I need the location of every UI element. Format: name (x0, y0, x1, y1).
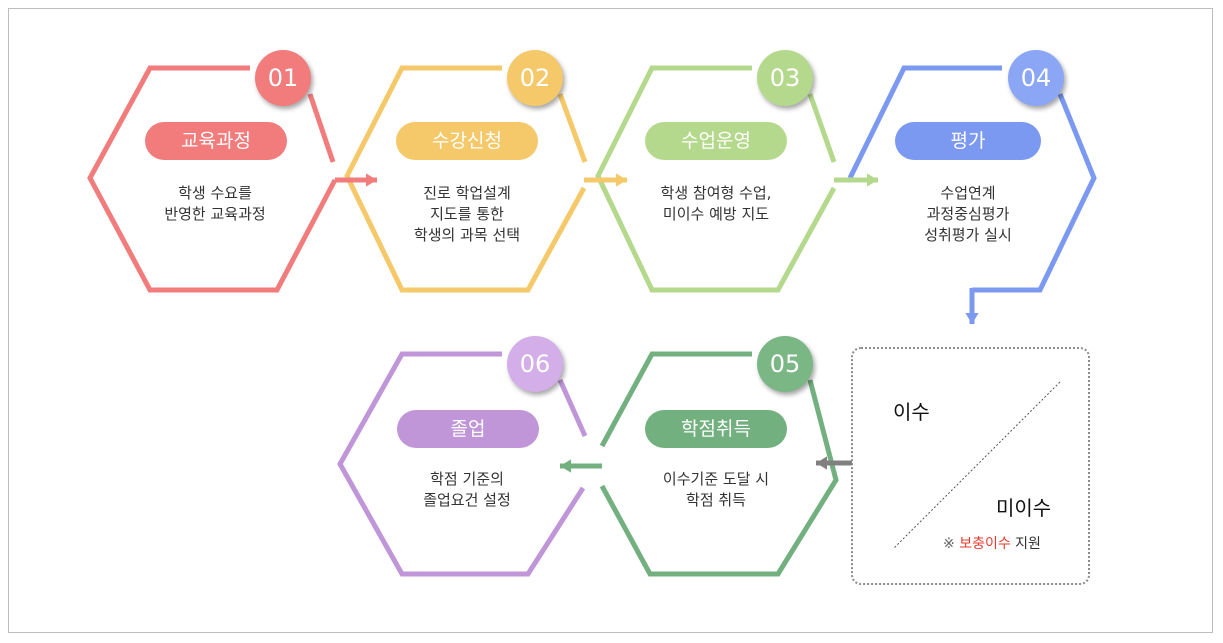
step-6-line-1: 학점 기준의 (430, 470, 504, 488)
arrow-step-4-to-outcome-head (965, 313, 979, 324)
step-5-line-1: 이수기준 도달 시 (662, 470, 770, 488)
outcome-box (851, 347, 1090, 585)
diagram-frame (8, 8, 1213, 633)
step-2-line-3: 학생의 과목 선택 (413, 226, 521, 244)
step-5-hexagon-tail (599, 379, 839, 577)
step-4-hexagon (847, 65, 1002, 180)
step-2-line-2: 지도를 통한 (430, 205, 504, 223)
arrow-step-2-to-3-head (616, 173, 627, 187)
step-3-description: 학생 참여형 수업, 미이수 예방 지도 (620, 183, 812, 225)
step-5-description: 이수기준 도달 시 학점 취득 (620, 469, 812, 511)
step-2-title: 수강신청 (396, 122, 538, 160)
step-2-number-badge: 02 (507, 50, 563, 106)
step-6-hexagon (337, 351, 586, 577)
step-6-line-2: 졸업요건 설정 (423, 491, 511, 509)
step-6-description: 학점 기준의 졸업요건 설정 (372, 469, 562, 511)
step-1-number-badge: 01 (255, 50, 311, 106)
step-4-line-3: 성취평가 실시 (924, 226, 1012, 244)
step-5-number-badge: 05 (757, 336, 813, 392)
step-3-line-1: 학생 참여형 수업, (660, 184, 772, 202)
step-3-hexagon (595, 65, 837, 293)
step-4-number-badge: 04 (1008, 50, 1064, 106)
step-4-description: 수업연계 과정중심평가 성취평가 실시 (873, 183, 1063, 246)
step-3-number-badge: 03 (757, 50, 813, 106)
outcome-note-highlight: 보충이수 (959, 536, 1011, 552)
arrow-step-1-to-2-head (366, 173, 377, 187)
step-4-line-1: 수업연계 (940, 184, 996, 202)
outcome-note-prefix: ※ (943, 536, 960, 552)
step-4-hexagon-tail (972, 93, 1097, 293)
step-2-line-1: 진로 학업설계 (423, 184, 511, 202)
step-6-hexagon-tail (557, 378, 588, 438)
step-3-hexagon-tail (807, 93, 837, 163)
step-1-hexagon (87, 65, 338, 293)
step-5-hexagon (599, 351, 752, 448)
step-4-title: 평가 (895, 122, 1041, 160)
arrow-step-5-to-6-head (560, 459, 571, 473)
outcome-pass-label: 이수 (893, 400, 930, 424)
outcome-fail-label: 미이수 (996, 496, 1052, 520)
outcome-note: ※ 보충이수 지원 (943, 533, 1041, 553)
step-6-title: 졸업 (397, 410, 539, 448)
step-2-hexagon-tail (557, 93, 588, 163)
step-1-title: 교육과정 (145, 122, 287, 160)
step-5-title: 학점취득 (645, 410, 787, 448)
step-6-number-badge: 06 (507, 336, 563, 392)
step-4-line-2: 과정중심평가 (926, 205, 1010, 223)
step-5-line-2: 학점 취득 (686, 491, 746, 509)
step-1-line-2: 반영한 교육과정 (164, 205, 266, 223)
step-2-hexagon (344, 65, 587, 293)
step-1-description: 학생 수요를 반영한 교육과정 (120, 183, 310, 225)
arrow-outcome-to-step-5-head (816, 456, 827, 470)
step-1-line-1: 학생 수요를 (178, 184, 252, 202)
step-3-line-2: 미이수 예방 지도 (662, 205, 770, 223)
outcome-divider (893, 381, 1061, 549)
step-2-description: 진로 학업설계 지도를 통한 학생의 과목 선택 (372, 183, 562, 246)
step-1-hexagon-tail (307, 93, 336, 163)
outcome-note-suffix: 지원 (1010, 536, 1041, 552)
step-3-title: 수업운영 (645, 122, 787, 160)
arrow-step-3-to-4-head (867, 173, 878, 187)
